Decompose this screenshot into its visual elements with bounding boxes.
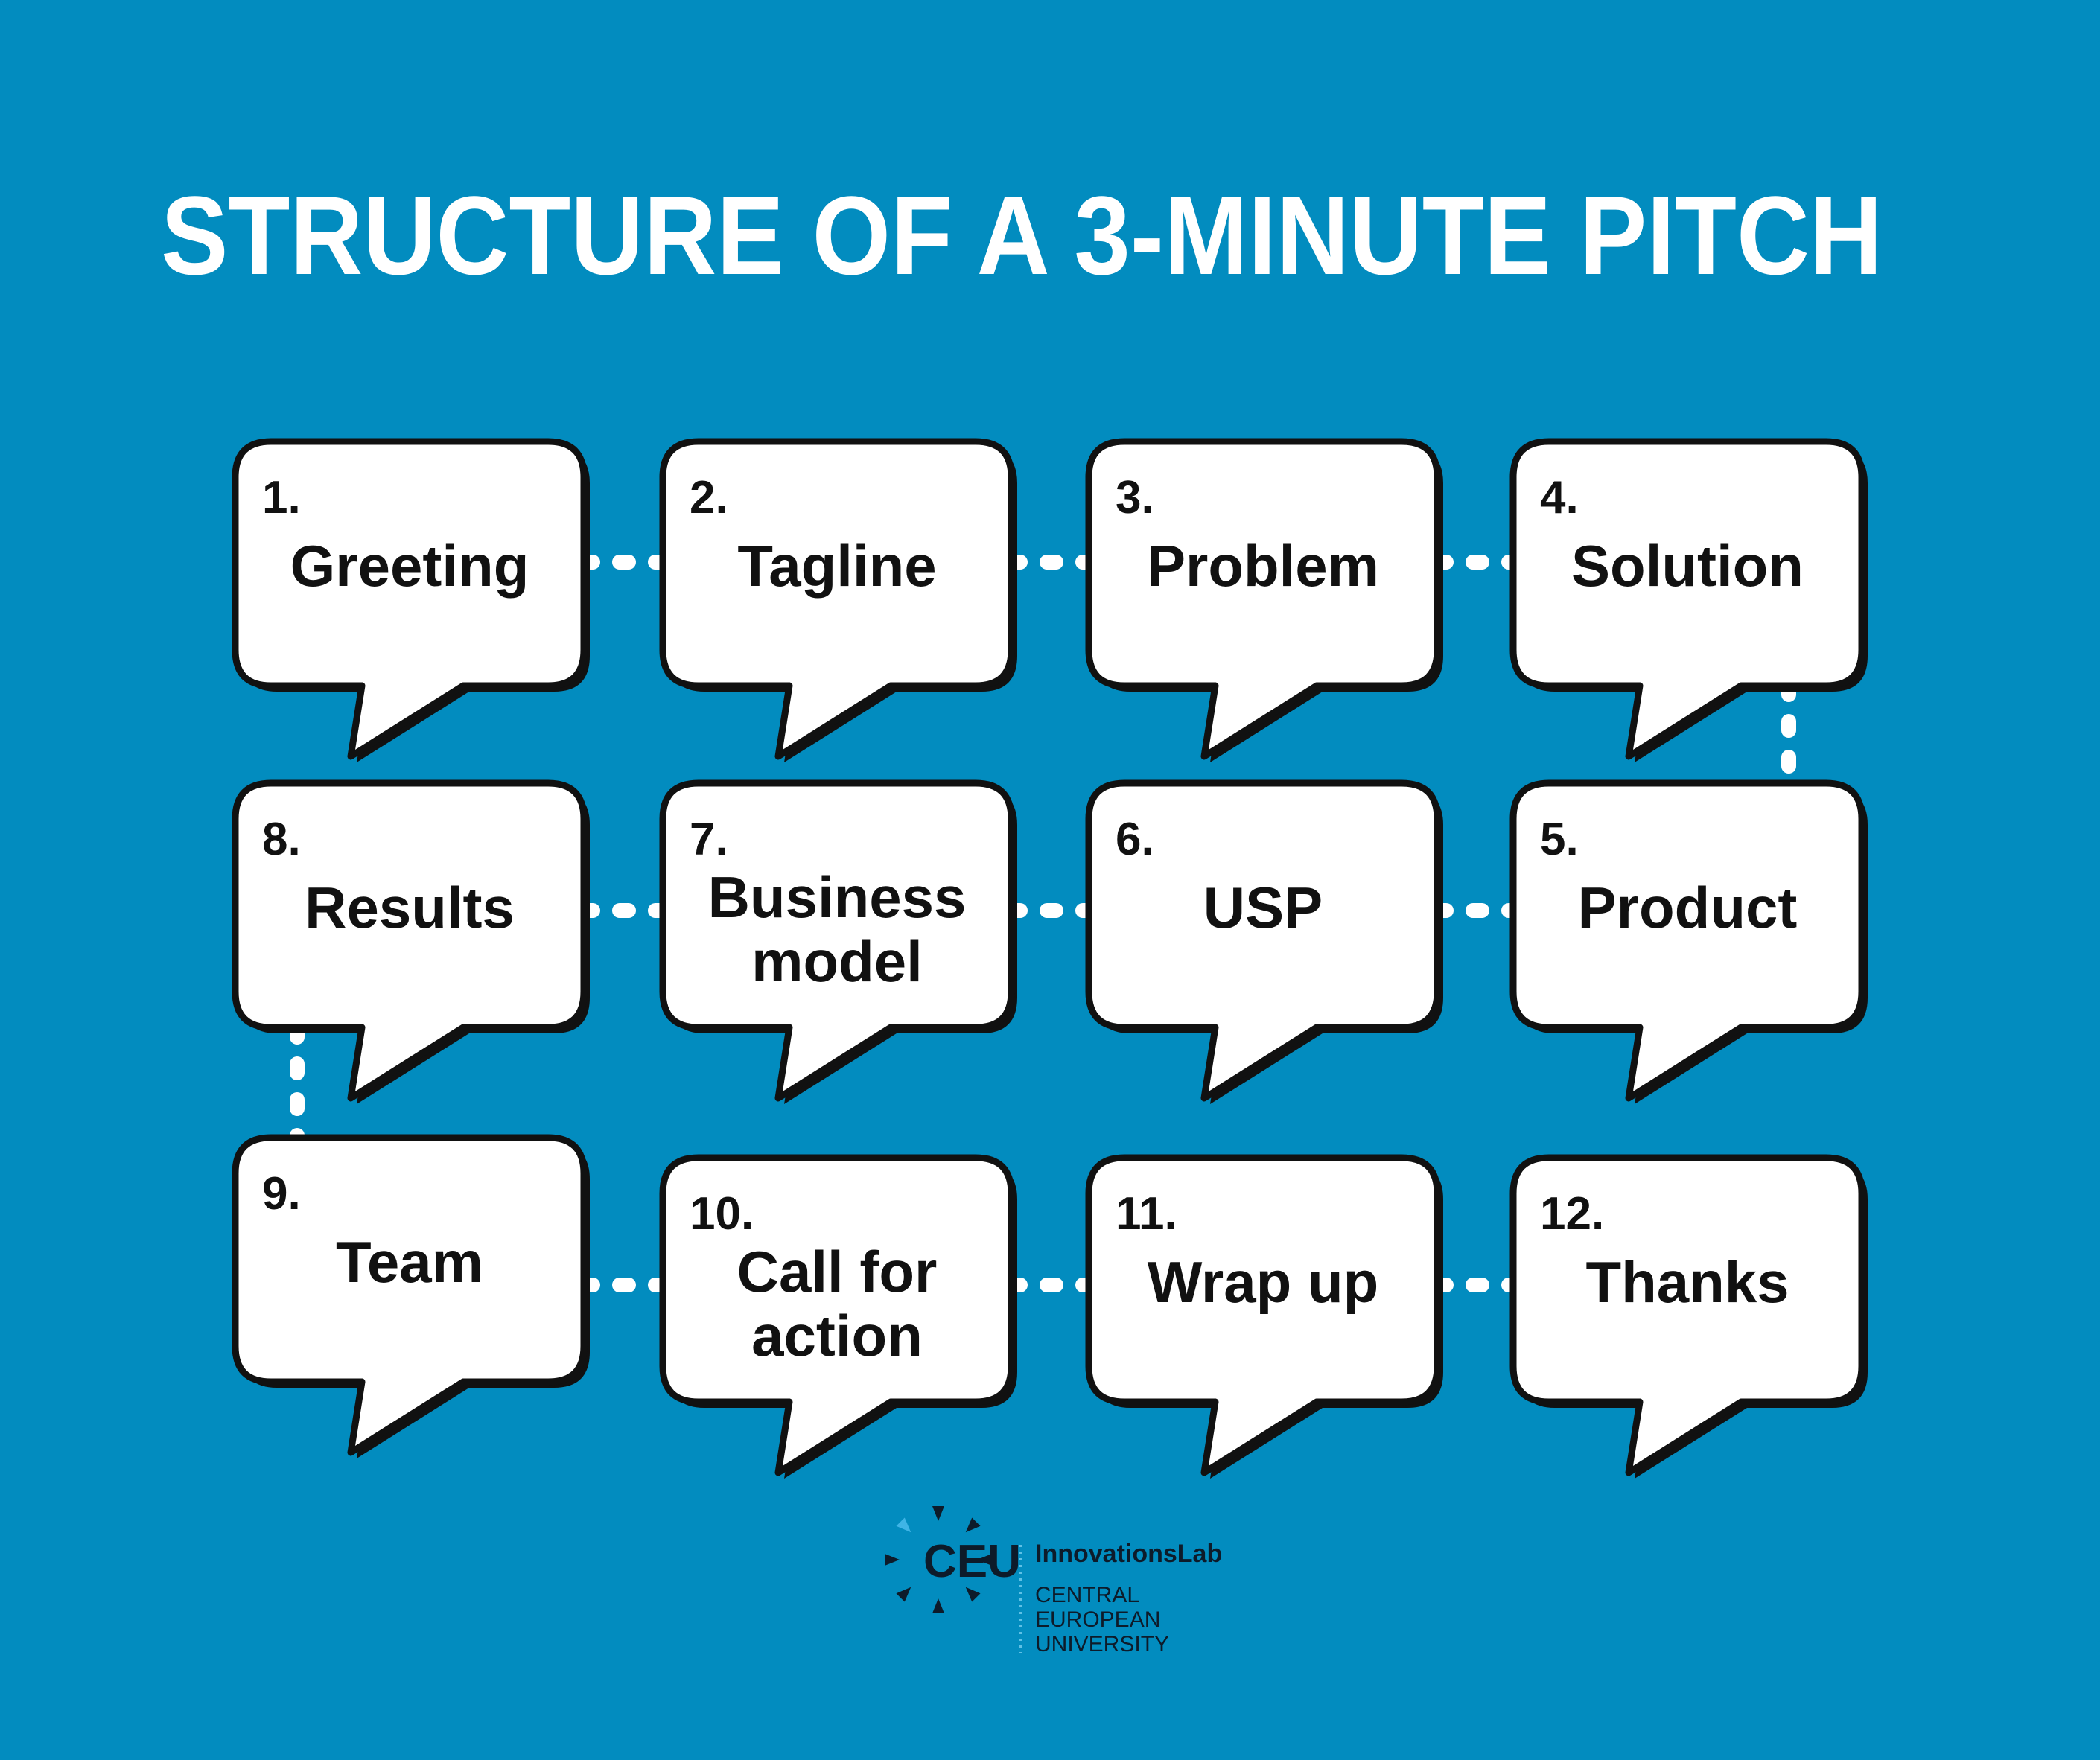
speech-bubble-shape (1509, 1154, 1865, 1476)
step-number: 7. (690, 814, 728, 865)
sun-ray (965, 1517, 981, 1533)
step-label: Wrap up (1148, 1249, 1379, 1315)
step-number: 1. (262, 472, 301, 523)
speech-bubble-shape (232, 438, 588, 760)
step-label: Problem (1147, 533, 1379, 599)
step-bubble: 4. Solution (1509, 438, 1868, 762)
speech-bubble-shape (232, 779, 588, 1102)
step-number: 2. (690, 472, 728, 523)
step-label: Results (305, 875, 515, 940)
step-label: Team (336, 1229, 483, 1295)
step-label: Thanks (1585, 1249, 1789, 1315)
sun-ray (932, 1598, 944, 1613)
step-label: USP (1203, 875, 1323, 940)
logo-line-2: EUROPEAN (1035, 1607, 1160, 1632)
step-number: 12. (1540, 1188, 1604, 1240)
ceu-sun-icon (885, 1506, 992, 1613)
logo-name: InnovationsLab (1035, 1540, 1222, 1568)
speech-bubble-shape (1509, 779, 1865, 1102)
speech-bubble-shape (1085, 438, 1441, 760)
page-title: STRUCTURE OF A 3-MINUTE PITCH (161, 173, 1883, 298)
logo-line-3: UNIVERSITY (1035, 1632, 1169, 1657)
step-label: Greeting (290, 533, 529, 599)
step-label: Business (708, 864, 967, 930)
step-number: 9. (262, 1168, 301, 1219)
step-number: 5. (1540, 814, 1579, 865)
sun-ray (965, 1587, 981, 1602)
step-bubble: 2.Tagline (659, 438, 1017, 762)
step-number: 11. (1116, 1188, 1177, 1240)
step-number: 3. (1116, 472, 1154, 523)
sun-ray (932, 1506, 944, 1521)
speech-bubble-shape (232, 1134, 588, 1456)
step-label: model (751, 928, 923, 994)
step-label: action (751, 1303, 923, 1368)
step-label: Product (1578, 875, 1798, 940)
speech-bubbles: 1. Greeting 2.Tagline 3. Problem 4. Solution 5.… (232, 438, 1868, 1479)
step-bubble: 1. Greeting (232, 438, 590, 762)
step-label: Call for (737, 1239, 938, 1304)
connectors (290, 555, 1796, 1292)
step-number: 10. (690, 1188, 754, 1240)
sun-ray (977, 1554, 992, 1566)
step-bubble: 6. USP (1085, 779, 1443, 1104)
step-number: 4. (1540, 472, 1579, 523)
speech-bubble-shape (1085, 779, 1441, 1102)
step-bubble: 11. Wrap up (1085, 1154, 1443, 1479)
sun-ray (885, 1554, 900, 1566)
speech-bubble-shape (659, 438, 1015, 760)
sun-ray (896, 1587, 911, 1602)
step-number: 6. (1116, 814, 1154, 865)
step-bubble: 9. Team (232, 1134, 590, 1458)
speech-bubble-shape (1509, 438, 1865, 760)
step-label: Solution (1571, 533, 1804, 599)
speech-bubble-shape (1085, 1154, 1441, 1476)
step-bubble: 8.Results (232, 779, 590, 1104)
ceu-logo: CEU InnovationsLab CENTRAL EUROPEAN UNIV… (885, 1506, 1222, 1657)
step-bubble: 5. Product (1509, 779, 1868, 1104)
speech-bubble-shape (659, 1154, 1015, 1476)
step-bubble: 3. Problem (1085, 438, 1443, 762)
step-number: 8. (262, 814, 301, 865)
logo-mark: CEU (923, 1536, 1021, 1587)
step-bubble: 12. Thanks (1509, 1154, 1868, 1479)
step-label: Tagline (737, 533, 936, 599)
sun-ray (896, 1517, 911, 1533)
speech-bubble-shape (659, 779, 1015, 1102)
logo-line-1: CENTRAL (1035, 1583, 1139, 1607)
